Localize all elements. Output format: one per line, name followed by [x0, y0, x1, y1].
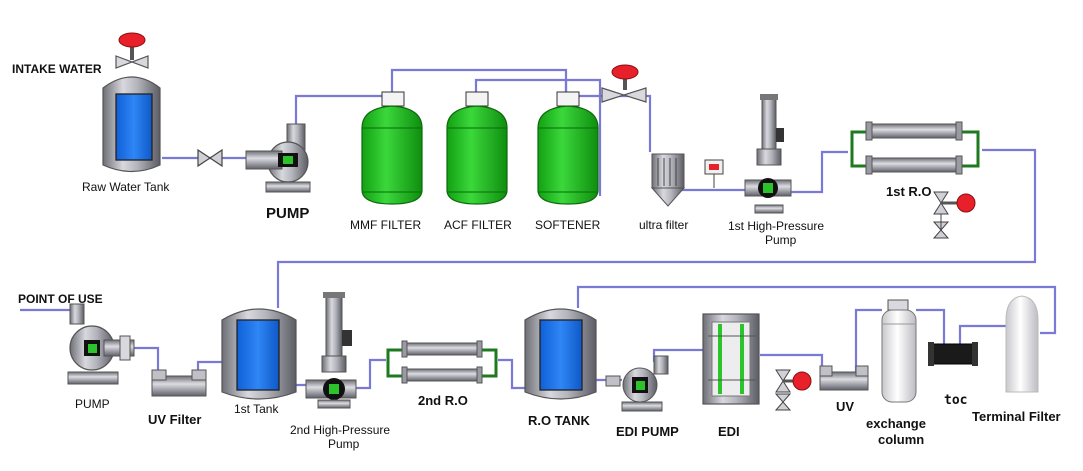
pump-1 [245, 123, 311, 193]
raw-water-tank [102, 76, 161, 173]
ultra-filter [650, 153, 686, 207]
label-terminal-filter: Terminal Filter [972, 409, 1061, 424]
toc-unit [928, 342, 978, 366]
label-ultra-filter: ultra filter [639, 218, 688, 232]
intake-valve[interactable] [115, 32, 149, 69]
label-tank-1: 1st Tank [234, 402, 279, 416]
pressure-gauge-1 [704, 159, 724, 188]
label-edi: EDI [718, 424, 740, 439]
label-toc: toc [944, 393, 967, 408]
label-acf-filter: ACF FILTER [444, 218, 512, 232]
label-softener: SOFTENER [535, 218, 601, 232]
ro-2 [386, 340, 498, 384]
label-ro-1: 1st R.O [886, 184, 932, 199]
exchange-column [881, 299, 917, 403]
label-ro-2: 2nd R.O [418, 393, 468, 408]
tank-1 [221, 308, 297, 400]
uv-unit [819, 365, 869, 391]
label-uv-filter: UV Filter [148, 412, 201, 427]
label-hp-pump-2-line1: 2nd High-Pressure [290, 423, 390, 437]
ro-tank [524, 308, 597, 400]
labels: INTAKE WATER Raw Water Tank PUMP MMF FIL… [12, 62, 1061, 451]
ro-1 [850, 121, 980, 175]
label-hp-pump-1-line2: Pump [765, 233, 797, 247]
label-uv: UV [836, 399, 854, 414]
edi-pump [605, 355, 669, 412]
label-pump-1: PUMP [266, 205, 309, 222]
hp-pump-1 [744, 94, 792, 214]
label-intake-water: INTAKE WATER [12, 62, 102, 76]
label-pump-2: PUMP [75, 397, 110, 411]
uv-filter [151, 369, 207, 397]
label-edi-pump: EDI PUMP [616, 424, 679, 439]
label-exchange-column-line1: exchange [866, 416, 926, 431]
label-point-of-use: POINT OF USE [18, 292, 103, 306]
label-mmf-filter: MMF FILTER [350, 218, 421, 232]
ro-1-valve[interactable] [932, 191, 976, 239]
edi-valve[interactable] [774, 369, 812, 411]
label-hp-pump-1-line1: 1st High-Pressure [728, 219, 824, 233]
pump-2 [67, 303, 135, 385]
gate-valve-1[interactable] [197, 148, 223, 168]
hp-pump-2 [305, 292, 357, 409]
label-ro-tank: R.O TANK [528, 413, 590, 428]
edi-module [702, 313, 760, 405]
label-raw-water-tank: Raw Water Tank [82, 180, 170, 194]
label-exchange-column-line2: column [878, 432, 924, 447]
label-hp-pump-2-line2: Pump [328, 437, 360, 451]
softener [537, 91, 599, 205]
pipes [20, 68, 1057, 390]
mmf-filter [361, 91, 423, 205]
terminal-filter [1005, 295, 1039, 393]
control-valve-1[interactable] [601, 64, 647, 103]
acf-filter [446, 91, 508, 205]
